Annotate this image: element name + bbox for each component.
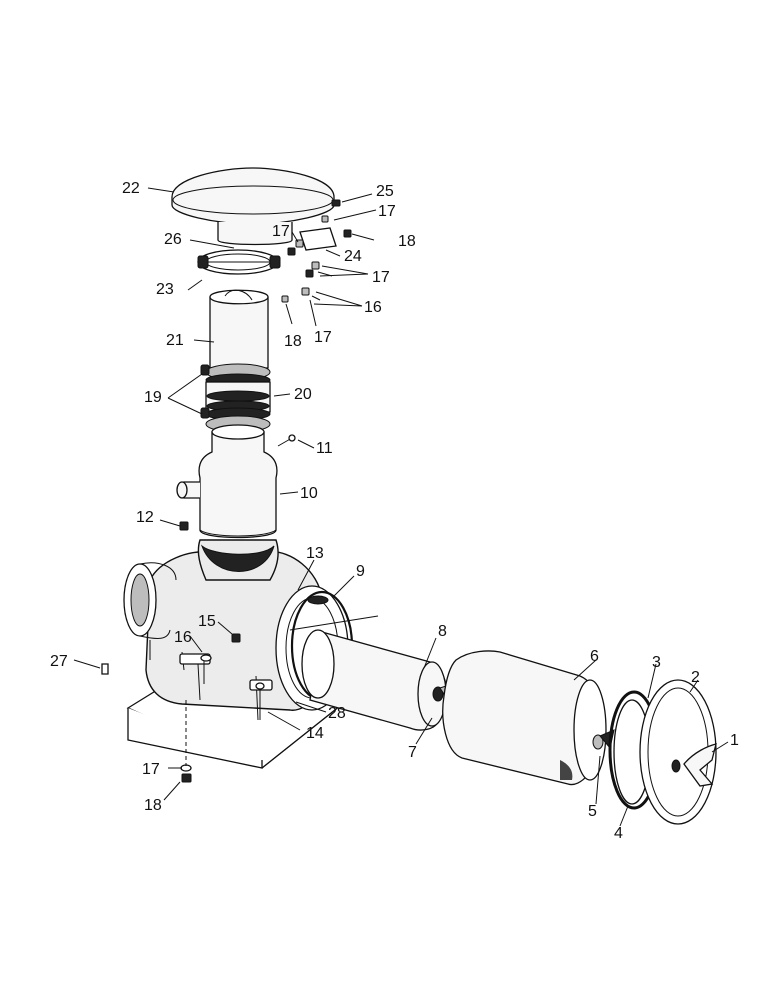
- callout-4: 4: [614, 825, 623, 842]
- callout-9: 9: [356, 563, 365, 580]
- part-8-inner-filter: [289, 615, 453, 731]
- callout-17-d: 17: [314, 329, 332, 346]
- callout-18-b: 18: [284, 333, 302, 350]
- callout-28: 28: [328, 705, 346, 722]
- callout-6: 6: [590, 648, 599, 665]
- callout-18-a: 18: [398, 233, 416, 250]
- callout-17-b: 17: [272, 223, 290, 240]
- callout-16-upper: 16: [364, 299, 382, 316]
- callout-8: 8: [438, 623, 447, 640]
- callout-3: 3: [652, 654, 661, 671]
- callout-23: 23: [156, 281, 174, 298]
- part-21-pipe: [209, 289, 269, 369]
- callout-24: 24: [344, 248, 362, 265]
- part-6-outer-filter: [442, 650, 615, 786]
- part-1-2-end-cover: [639, 679, 717, 825]
- leader-lines: [73, 187, 729, 827]
- part-23-clamp: [197, 249, 281, 275]
- callout-10: 10: [300, 485, 318, 502]
- callout-26: 26: [164, 231, 182, 248]
- callout-20: 20: [294, 386, 312, 403]
- callout-14: 14: [306, 725, 324, 742]
- callout-18-c: 18: [144, 797, 162, 814]
- callout-27: 27: [50, 653, 68, 670]
- part-19-20-hose: [200, 363, 271, 433]
- callout-labels: 1 2 3 4 5 6 7 8 9 10 11 12 13 14 15 16 1…: [50, 180, 739, 842]
- callout-13: 13: [306, 545, 324, 562]
- callout-1: 1: [730, 732, 739, 749]
- callout-2: 2: [691, 669, 700, 686]
- callout-16-lower: 16: [174, 629, 192, 646]
- callout-17-e: 17: [142, 761, 160, 778]
- callout-7: 7: [408, 744, 417, 761]
- callout-12: 12: [136, 509, 154, 526]
- callout-17-a: 17: [378, 203, 396, 220]
- hardware-bolts: [101, 199, 352, 783]
- callout-17-c: 17: [372, 269, 390, 286]
- callout-19: 19: [144, 389, 162, 406]
- callout-15: 15: [198, 613, 216, 630]
- callout-21: 21: [166, 332, 184, 349]
- callout-25: 25: [376, 183, 394, 200]
- callout-22: 22: [122, 180, 140, 197]
- callout-5: 5: [588, 803, 597, 820]
- callout-11: 11: [316, 440, 333, 457]
- part-22-cap: [171, 167, 335, 246]
- part-10-elbow: [176, 424, 278, 539]
